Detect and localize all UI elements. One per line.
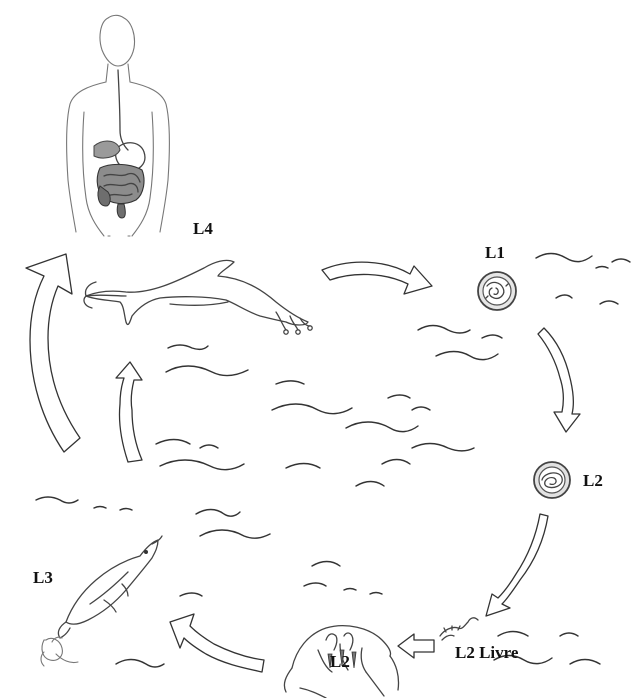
label-l2-egg: L2	[583, 471, 603, 491]
arrow-l2-to-free	[486, 514, 548, 616]
label-l4: L4	[193, 219, 213, 239]
fish-host	[58, 536, 162, 638]
arrow-copepod-to-fish	[170, 614, 264, 672]
free-l2-larva	[440, 618, 478, 640]
arrow-fish-to-human	[26, 254, 80, 452]
arrow-fish-to-dolphin-inner	[116, 362, 142, 462]
human-figure	[67, 15, 170, 236]
arrow-l1-to-l2	[538, 328, 580, 432]
label-l1: L1	[485, 243, 505, 263]
dolphin-host	[84, 260, 312, 334]
egg-l1	[478, 272, 516, 310]
l3-larva	[41, 637, 78, 666]
label-l3: L3	[33, 568, 53, 588]
egg-l2	[534, 462, 570, 498]
label-l2-copepod: L2	[330, 652, 350, 672]
label-l2-livre: L2 Livre	[455, 643, 518, 663]
arrow-free-to-copepod	[398, 634, 434, 658]
arrow-dolphin-to-l1	[322, 262, 432, 294]
